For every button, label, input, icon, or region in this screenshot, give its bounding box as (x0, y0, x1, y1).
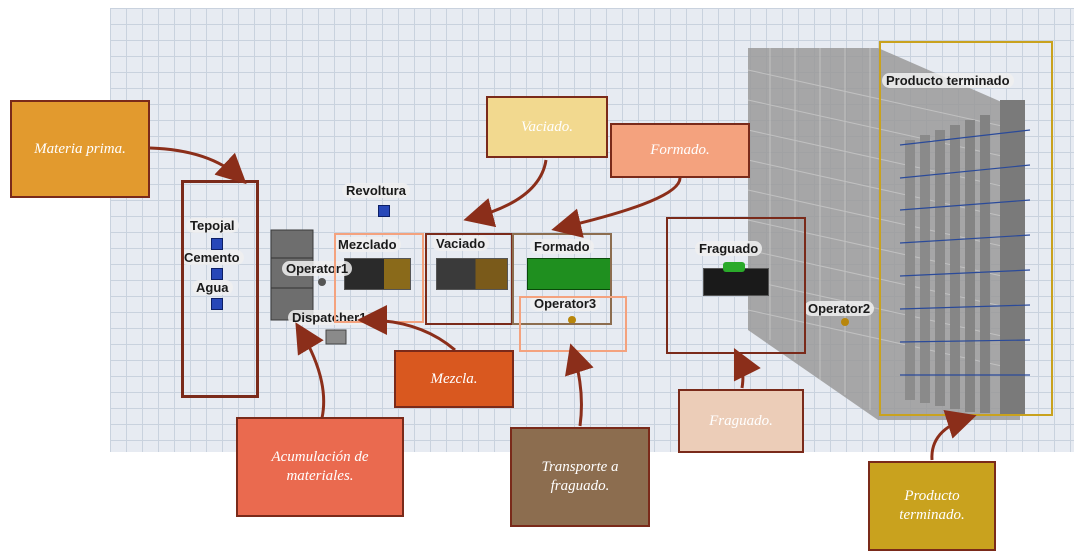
callout-materia-prima: Materia prima. (10, 100, 150, 198)
arrow-vaciado (463, 159, 548, 228)
arrow-materia-prima (149, 146, 247, 185)
operator2-icon (841, 318, 849, 326)
agua-source[interactable] (211, 298, 223, 310)
callout-acumulacion: Acumulación de materiales. (236, 417, 404, 517)
operator3-label: Operator3 (530, 296, 601, 311)
callout-vaciado: Vaciado. (486, 96, 608, 158)
callout-producto: Producto terminado. (868, 461, 996, 551)
revoltura-label: Revoltura (342, 183, 410, 198)
mezclado-machine (344, 258, 411, 290)
operator3-icon (568, 316, 576, 324)
tepojal-label: Tepojal (186, 218, 239, 233)
arrow-transporte (565, 343, 594, 427)
callout-mezcla: Mezcla. (394, 350, 514, 408)
arrow-producto (930, 410, 977, 461)
fraguado-label: Fraguado (695, 241, 763, 256)
arrow-mezcla (357, 305, 456, 352)
operator2-label: Operator2 (804, 301, 875, 316)
arrow-acumulacion (295, 322, 326, 419)
vaciado-label: Vaciado (432, 236, 490, 251)
tepojal-source[interactable] (211, 238, 223, 250)
arrow-fraguado (733, 347, 761, 389)
callout-transporte: Transporte a fraguado. (510, 427, 650, 527)
cemento-label: Cemento (180, 250, 244, 265)
operator1-icon (318, 278, 326, 286)
cemento-source[interactable] (211, 268, 223, 280)
mezclado-label: Mezclado (334, 237, 401, 252)
formado-label: Formado (530, 239, 594, 254)
formado-machine (527, 258, 611, 290)
dispatcher-cart (325, 329, 347, 345)
revoltura-source[interactable] (378, 205, 390, 217)
vaciado-machine (436, 258, 508, 290)
fraguado-green-top (723, 262, 745, 272)
product-shelf-back (1000, 100, 1025, 415)
callout-formado: Formado. (610, 123, 750, 178)
producto-terminado-label: Producto terminado (882, 73, 1014, 88)
product-shelves (905, 115, 990, 413)
shelf-lines (899, 129, 1031, 376)
arrow-formado (551, 177, 682, 238)
callout-fraguado: Fraguado. (678, 389, 804, 453)
agua-label: Agua (192, 280, 233, 295)
